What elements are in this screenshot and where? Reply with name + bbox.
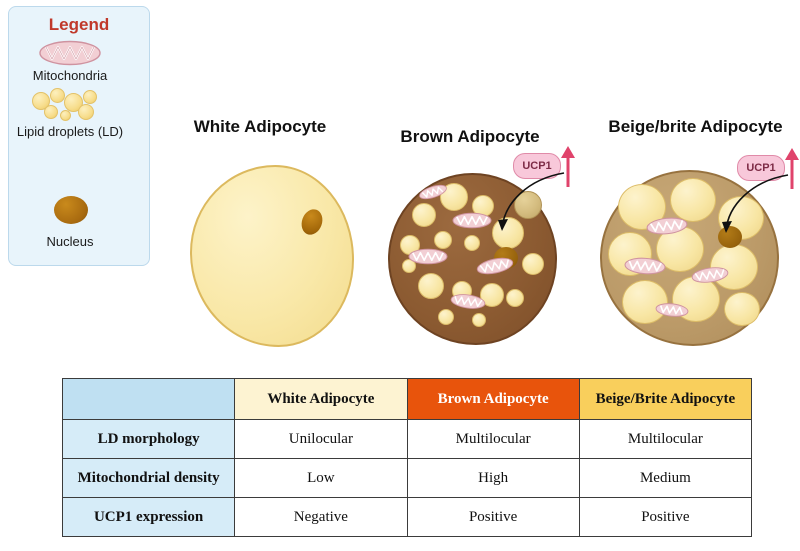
mitochondria-icon bbox=[691, 267, 729, 283]
cell-mito-brown: High bbox=[406, 458, 580, 498]
cell-ld-brown: Multilocular bbox=[406, 419, 580, 459]
mitochondria-icon bbox=[408, 248, 448, 265]
mitochondria-icon bbox=[655, 303, 689, 317]
lipid-droplet bbox=[464, 235, 480, 251]
up-arrow-icon bbox=[561, 146, 575, 187]
mitochondria-icon bbox=[624, 257, 666, 275]
lipid-droplet bbox=[622, 280, 668, 324]
cell-ucp1-beige: Positive bbox=[578, 497, 753, 537]
lipid-droplet bbox=[438, 309, 454, 325]
row-label-ucp1-expression: UCP1 expression bbox=[61, 497, 236, 537]
legend-title: Legend bbox=[48, 15, 110, 34]
table-corner-cell bbox=[61, 378, 236, 420]
table-row: LD morphology Unilocular Multilocular Mu… bbox=[61, 419, 753, 459]
table-col-header-brown: Brown Adipocyte bbox=[406, 378, 580, 420]
pointer-curve-brown bbox=[498, 172, 565, 231]
lipid-droplet bbox=[472, 313, 486, 327]
cell-title-white: White Adipocyte bbox=[193, 117, 327, 136]
mitochondria-icon bbox=[452, 212, 492, 229]
white-adipocyte-cell-body bbox=[190, 165, 354, 347]
adipocyte-comparison-table: White Adipocyte Brown Adipocyte Beige/Br… bbox=[61, 378, 753, 537]
cell-title-brown: Brown Adipocyte bbox=[400, 127, 540, 146]
cell-ld-white: Unilocular bbox=[234, 419, 408, 459]
nucleus-icon bbox=[54, 196, 88, 224]
lipid-droplet bbox=[522, 253, 544, 275]
mitochondria-icon bbox=[39, 40, 101, 66]
cell-ucp1-brown: Positive bbox=[406, 497, 580, 537]
lipid-droplet bbox=[402, 259, 416, 273]
table-row: UCP1 expression Negative Positive Positi… bbox=[61, 497, 753, 537]
mitochondria-icon bbox=[419, 184, 447, 200]
table-row: Mitochondrial density Low High Medium bbox=[61, 458, 753, 498]
row-label-mitochondrial-density: Mitochondrial density bbox=[61, 458, 236, 498]
lipid-droplet bbox=[670, 178, 716, 222]
mitochondria-icon bbox=[450, 294, 486, 309]
legend-label-lipid-droplets: Lipid droplets (LD) bbox=[16, 124, 124, 139]
mitochondria-icon bbox=[646, 217, 688, 235]
cell-ucp1-white: Negative bbox=[234, 497, 408, 537]
cell-mito-white: Low bbox=[234, 458, 408, 498]
table-col-header-white: White Adipocyte bbox=[234, 378, 408, 420]
legend-label-mitochondria: Mitochondria bbox=[32, 68, 108, 83]
comparison-table-wrapper: White Adipocyte Brown Adipocyte Beige/Br… bbox=[61, 378, 753, 537]
brown-adipocyte-diagram bbox=[388, 173, 557, 345]
up-arrow-icon bbox=[785, 148, 799, 189]
pointer-curve-beige bbox=[722, 174, 789, 233]
row-label-ld-morphology: LD morphology bbox=[61, 419, 236, 459]
cell-title-beige: Beige/brite Adipocyte bbox=[608, 117, 783, 136]
white-adipocyte-diagram bbox=[190, 165, 354, 347]
cell-mito-beige: Medium bbox=[578, 458, 753, 498]
mitochondria-icon bbox=[476, 257, 514, 275]
lipid-droplet bbox=[412, 203, 436, 227]
table-header-row: White Adipocyte Brown Adipocyte Beige/Br… bbox=[61, 378, 753, 420]
table-col-header-beige: Beige/Brite Adipocyte bbox=[578, 378, 753, 420]
lipid-droplet bbox=[506, 289, 524, 307]
lipid-droplets-icon bbox=[30, 88, 110, 121]
lipid-droplet bbox=[418, 273, 444, 299]
lipid-droplet bbox=[434, 231, 452, 249]
lipid-droplet bbox=[724, 292, 760, 326]
nucleus-icon bbox=[718, 226, 742, 248]
legend-label-nucleus: Nucleus bbox=[46, 234, 94, 249]
cell-ld-beige: Multilocular bbox=[578, 419, 753, 459]
beige-adipocyte-diagram bbox=[600, 170, 779, 346]
